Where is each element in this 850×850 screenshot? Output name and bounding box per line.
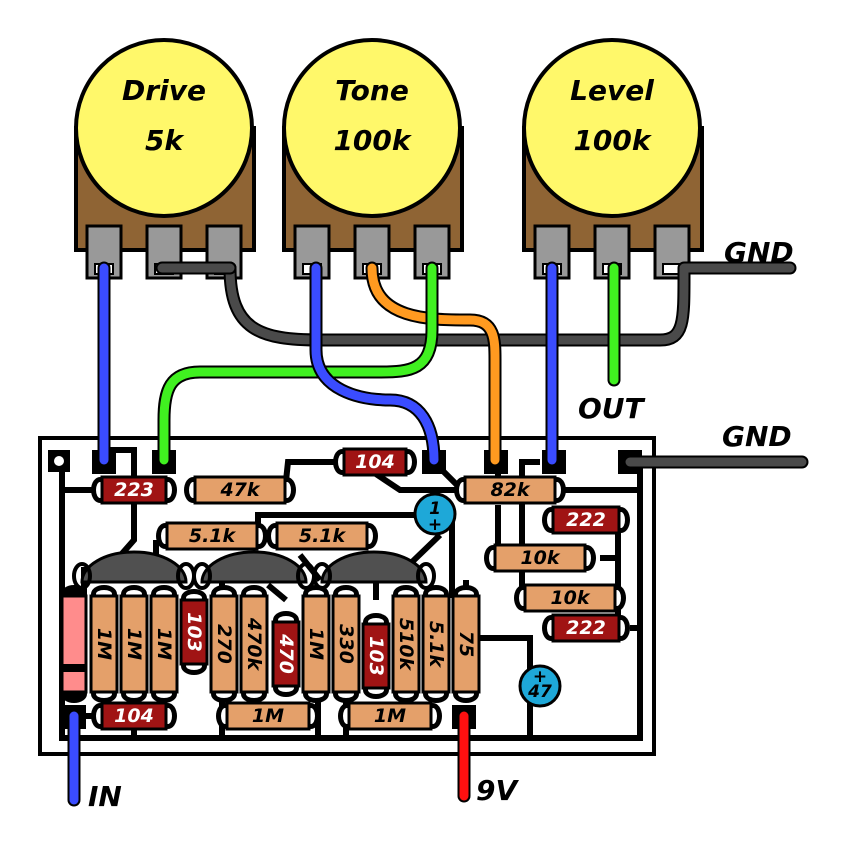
resistor-1m-f[interactable]: 1M xyxy=(338,701,442,731)
wire-tone-lug3[interactable] xyxy=(157,261,439,467)
electrolytic-cap-47uf-value: 47 xyxy=(527,682,552,702)
resistor-5k1-b-value: 5.1k xyxy=(299,525,347,547)
pot-knob[interactable] xyxy=(522,38,702,218)
power-label: 9V xyxy=(476,774,519,807)
resistor-470k-value: 470k xyxy=(243,617,265,672)
in-label: IN xyxy=(88,780,122,813)
resistor-330-value: 330 xyxy=(335,624,357,664)
pot-level[interactable]: Level 100k xyxy=(522,38,704,280)
resistor-82k-value: 82k xyxy=(490,479,530,501)
resistor-5k1-a[interactable]: 5.1k xyxy=(156,521,268,551)
electrolytic-cap-1uf[interactable]: 1+ xyxy=(413,492,457,536)
pot-value: 100k xyxy=(333,124,412,157)
resistor-510k-value: 510k xyxy=(395,618,417,672)
resistor-10k-b[interactable]: 10k xyxy=(514,583,626,613)
pot-name: Drive xyxy=(122,74,206,107)
resistor-5k1-c[interactable]: 5.1k xyxy=(421,585,451,703)
resistor-1m-c-value: 1M xyxy=(153,628,175,660)
resistor-1m-e-value: 1M xyxy=(252,705,284,727)
capacitor-223-value: 223 xyxy=(114,479,154,501)
pot-name: Level xyxy=(570,74,654,107)
capacitor-222-a[interactable]: 222 xyxy=(542,505,630,535)
capacitor-103-b-value: 103 xyxy=(365,636,387,676)
plus-icon: + xyxy=(428,515,442,535)
resistor-10k-b-value: 10k xyxy=(550,587,590,609)
pot-tone[interactable]: Tone 100k xyxy=(282,38,464,280)
resistor-1m-c[interactable]: 1M xyxy=(149,585,179,703)
resistor-1m-d-value: 1M xyxy=(305,628,327,660)
pot-knob[interactable] xyxy=(74,38,254,218)
plus-icon: + xyxy=(533,667,547,687)
resistor-330[interactable]: 330 xyxy=(331,585,361,703)
out-label: OUT xyxy=(578,392,646,425)
diode[interactable] xyxy=(60,585,88,703)
resistor-270-value: 270 xyxy=(213,624,235,664)
pot-value: 5k xyxy=(145,124,185,157)
pot-knob[interactable] xyxy=(282,38,462,218)
electrolytic-cap-1uf-value: 1 xyxy=(429,499,441,519)
resistor-75-value: 75 xyxy=(455,631,477,657)
resistor-1m-f-value: 1M xyxy=(374,705,406,727)
transistor-q3[interactable] xyxy=(312,550,436,590)
potentiometers: Drive 5k Tone 100k Level 100k xyxy=(74,38,704,280)
capacitor-104-top-value: 104 xyxy=(355,451,395,473)
wire-tone-lug1[interactable] xyxy=(309,261,441,467)
capacitor-103-a[interactable]: 103 xyxy=(179,589,209,675)
capacitor-222-b[interactable]: 222 xyxy=(542,613,630,643)
pot-name: Tone xyxy=(335,74,409,107)
transistor-q2[interactable] xyxy=(192,550,316,590)
capacitor-222-b-value: 222 xyxy=(566,617,606,639)
gnd-top-label: GND xyxy=(724,236,794,269)
capacitor-470[interactable]: 470 xyxy=(271,611,301,697)
capacitor-223[interactable]: 223 xyxy=(91,475,177,505)
capacitor-470-value: 470 xyxy=(275,633,297,674)
resistor-1m-a[interactable]: 1M xyxy=(89,585,119,703)
resistor-1m-e[interactable]: 1M xyxy=(216,701,320,731)
resistor-270[interactable]: 270 xyxy=(209,585,239,703)
resistor-47k[interactable]: 47k xyxy=(184,475,296,505)
resistor-82k[interactable]: 82k xyxy=(454,475,566,505)
resistor-1m-d[interactable]: 1M xyxy=(301,585,331,703)
resistor-75[interactable]: 75 xyxy=(451,585,481,703)
resistor-10k-a-value: 10k xyxy=(520,547,560,569)
resistor-10k-a[interactable]: 10k xyxy=(484,543,596,573)
capacitor-104-bottom-value: 104 xyxy=(114,705,154,727)
resistor-47k-value: 47k xyxy=(219,479,260,501)
resistor-1m-a-value: 1M xyxy=(93,628,115,660)
wire-tone-lug2[interactable] xyxy=(365,261,502,467)
pot-drive[interactable]: Drive 5k xyxy=(74,38,256,280)
pot-value: 100k xyxy=(573,124,652,157)
electrolytic-cap-47uf[interactable]: 47+ xyxy=(518,664,562,708)
gnd-board-label: GND xyxy=(722,420,792,453)
resistor-5k1-c-value: 5.1k xyxy=(425,621,447,669)
resistor-5k1-b[interactable]: 5.1k xyxy=(266,521,378,551)
transistor-q1[interactable] xyxy=(72,550,196,590)
resistor-470k[interactable]: 470k xyxy=(239,585,269,703)
capacitor-104-top[interactable]: 104 xyxy=(333,447,417,477)
wires-layer xyxy=(67,261,809,807)
capacitor-103-b[interactable]: 103 xyxy=(361,613,391,699)
capacitor-104-bottom[interactable]: 104 xyxy=(91,701,177,731)
resistor-1m-b[interactable]: 1M xyxy=(119,585,149,703)
capacitor-103-a-value: 103 xyxy=(183,612,205,652)
resistor-510k[interactable]: 510k xyxy=(391,585,421,703)
resistor-5k1-a-value: 5.1k xyxy=(189,525,237,547)
diode-cathode-band xyxy=(62,664,86,672)
resistor-1m-b-value: 1M xyxy=(123,628,145,660)
capacitor-222-a-value: 222 xyxy=(566,509,606,531)
